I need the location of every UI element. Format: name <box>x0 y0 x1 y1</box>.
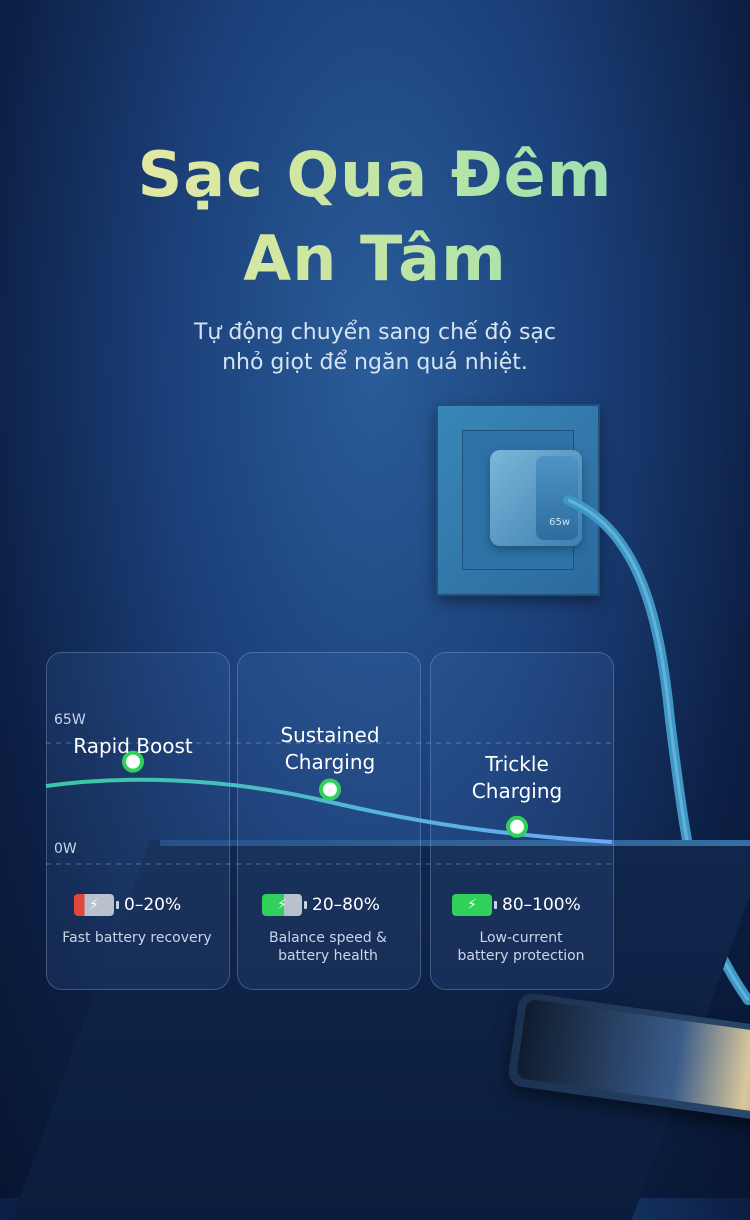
battery-icon: ⚡ <box>74 894 119 916</box>
battery-range-sustained: ⚡ 20–80% <box>262 894 380 916</box>
stage-title-rapid-boost: Rapid Boost <box>73 734 193 758</box>
stage-title-sustained-charging: Sustained Charging <box>280 723 380 774</box>
hero-subtitle-line1: Tự động chuyển sang chế độ sạc <box>193 320 557 345</box>
battery-icon: ⚡ <box>262 894 307 916</box>
battery-range-label: 80–100% <box>502 895 581 915</box>
battery-range-label: 20–80% <box>312 895 380 915</box>
battery-range-trickle: ⚡ 80–100% <box>452 894 581 916</box>
axis-label-max: 65W <box>54 712 86 728</box>
stage-description-sustained: Balance speed & battery health <box>269 930 387 964</box>
axis-label-min: 0W <box>54 841 77 857</box>
charger-image: 65w <box>490 450 582 546</box>
hero-subtitle-line2: nhỏ giọt để ngăn quá nhiệt. <box>222 350 528 375</box>
stage-description-rapid: Fast battery recovery <box>62 930 212 946</box>
charger-label: 65w <box>549 517 570 528</box>
stage-description-trickle: Low-current battery protection <box>457 930 585 964</box>
battery-range-rapid: ⚡ 0–20% <box>74 894 181 916</box>
hero-title-line1: Sạc Qua Đêm <box>0 138 750 211</box>
battery-range-label: 0–20% <box>124 895 182 915</box>
hero-title-line2: An Tâm <box>0 222 750 295</box>
battery-icon: ⚡ <box>452 894 497 916</box>
stage-title-trickle-charging: Trickle Charging <box>471 752 563 803</box>
